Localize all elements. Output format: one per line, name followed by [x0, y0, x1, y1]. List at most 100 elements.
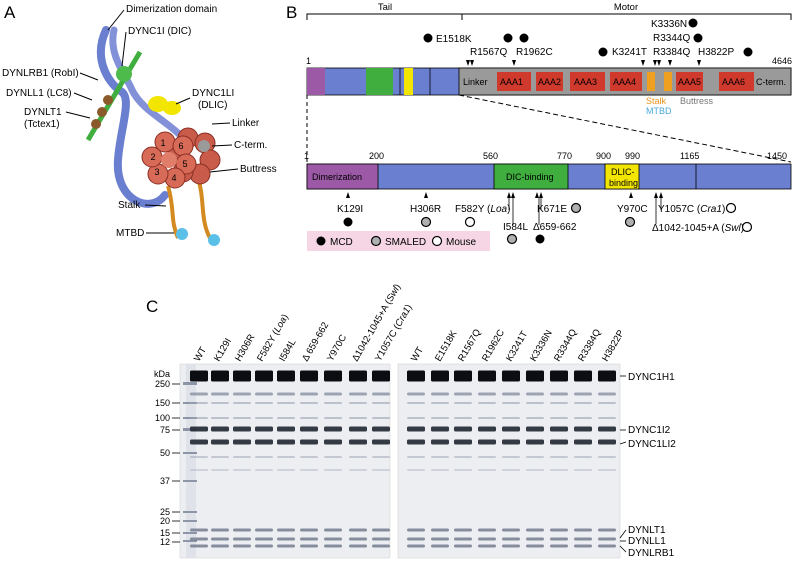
gel-band — [233, 426, 251, 432]
gel-band — [211, 370, 229, 382]
gel-band — [574, 544, 592, 548]
gel-band — [574, 528, 592, 532]
gel-band — [300, 439, 318, 445]
tail-map — [306, 163, 792, 190]
gel-band — [598, 439, 616, 445]
dynein-cartoon: 2 1 3 4 5 6 — [85, 26, 221, 246]
mutation-h3822p: H3822P — [698, 47, 734, 58]
marker-20: 20 — [160, 516, 170, 526]
panel-label-a: A — [4, 3, 16, 22]
label-dync1i: DYNC1I (DIC) — [128, 26, 191, 37]
gel-band — [574, 392, 592, 396]
motor-segment-labels: Linker AAA1 AAA2 AAA3 AAA4 AAA5 AAA6 C-t… — [463, 77, 786, 87]
panel-a-labels: Dimerization domain DYNC1I (DIC) DYNLRB1… — [2, 4, 277, 239]
gel-band — [233, 370, 251, 382]
zoom-lines — [306, 94, 792, 163]
gel-band — [431, 392, 449, 396]
gel-lane — [478, 370, 496, 548]
gel-band — [300, 537, 318, 541]
label-dynlt1: DYNLT1 — [24, 107, 62, 118]
gel-band — [372, 402, 390, 404]
gel-lane — [211, 370, 229, 548]
band-label-dync1li2: DYNC1LI2 — [628, 439, 676, 450]
gel-band — [502, 417, 520, 419]
gel-band — [255, 370, 273, 382]
gel-band — [211, 456, 229, 458]
gel-band — [324, 417, 342, 419]
gel-band — [431, 426, 449, 432]
segment-aaa4: AAA4 — [613, 77, 636, 87]
lane-label: K3336N — [528, 328, 555, 363]
gel-band — [478, 439, 496, 445]
mutation-delta659: Δ659-662 — [533, 222, 577, 233]
aaa2-box — [536, 72, 563, 91]
lane-label: K129I — [212, 336, 234, 363]
kda-label: kDa — [154, 369, 170, 379]
gel-lane — [349, 370, 367, 548]
gel-band — [526, 417, 544, 419]
mutation-e1518k: E1518K — [436, 34, 472, 45]
gel-band — [233, 528, 251, 532]
gel-band — [478, 544, 496, 548]
gel-band — [431, 402, 449, 404]
gel-band — [211, 426, 229, 432]
mutation-k3336n: K3336N — [651, 19, 687, 30]
gel-band — [277, 392, 295, 396]
segment-dic-binding: DIC-binding — [506, 172, 554, 182]
gel-band — [431, 537, 449, 541]
gel-band — [502, 544, 520, 548]
gel-band — [431, 417, 449, 419]
gel-band — [574, 370, 592, 382]
gel-band — [598, 370, 616, 382]
gel-band — [233, 456, 251, 458]
lane-label: WT — [192, 345, 209, 363]
gel-band — [454, 392, 472, 396]
mutation-i584l: I584L — [503, 222, 528, 233]
gel-band — [211, 544, 229, 548]
gel-band — [190, 537, 208, 541]
mutation-k129i: K129I — [337, 204, 363, 215]
gel-band — [598, 402, 616, 404]
gel-band — [324, 426, 342, 432]
mutation-h306r: H306R — [410, 204, 441, 215]
gel-band — [478, 370, 496, 382]
gel-band — [372, 417, 390, 419]
segment-aaa6: AAA6 — [722, 77, 745, 87]
dync1i-blob — [116, 66, 132, 82]
gel-right-lane-labels: WT E1518K R1567Q R1962C K3241T K3336N R3… — [409, 327, 627, 363]
gel-band — [407, 469, 425, 471]
gel-band — [550, 469, 568, 471]
gel-band — [190, 439, 208, 445]
gel-band — [372, 544, 390, 548]
gel-band — [324, 544, 342, 548]
gel-band — [550, 402, 568, 404]
gel-band — [550, 528, 568, 532]
gel-band — [454, 439, 472, 445]
gel-band — [300, 469, 318, 471]
gel-band — [454, 402, 472, 404]
gel-band — [372, 426, 390, 432]
gel-band — [372, 370, 390, 382]
full-length-map — [306, 67, 792, 96]
gel-band — [478, 417, 496, 419]
gel-band — [550, 537, 568, 541]
label-dlic: (DLIC) — [198, 100, 227, 111]
gel-band — [526, 537, 544, 541]
gel-band — [255, 439, 273, 445]
gel-band — [190, 426, 208, 432]
gel-right — [397, 363, 621, 559]
lane-label: I584L — [277, 337, 298, 363]
gel-band — [478, 426, 496, 432]
gel-band — [526, 528, 544, 532]
ring-number: 6 — [178, 141, 183, 151]
marker-15: 15 — [160, 528, 170, 538]
marker-250: 250 — [155, 379, 170, 389]
gel-band — [502, 402, 520, 404]
gel-band — [550, 544, 568, 548]
gel-band — [407, 402, 425, 404]
gel-band — [255, 402, 273, 404]
mutation-k3241t: K3241T — [612, 47, 647, 58]
gel-band — [502, 469, 520, 471]
gel-band — [598, 392, 616, 396]
gel-band — [300, 426, 318, 432]
